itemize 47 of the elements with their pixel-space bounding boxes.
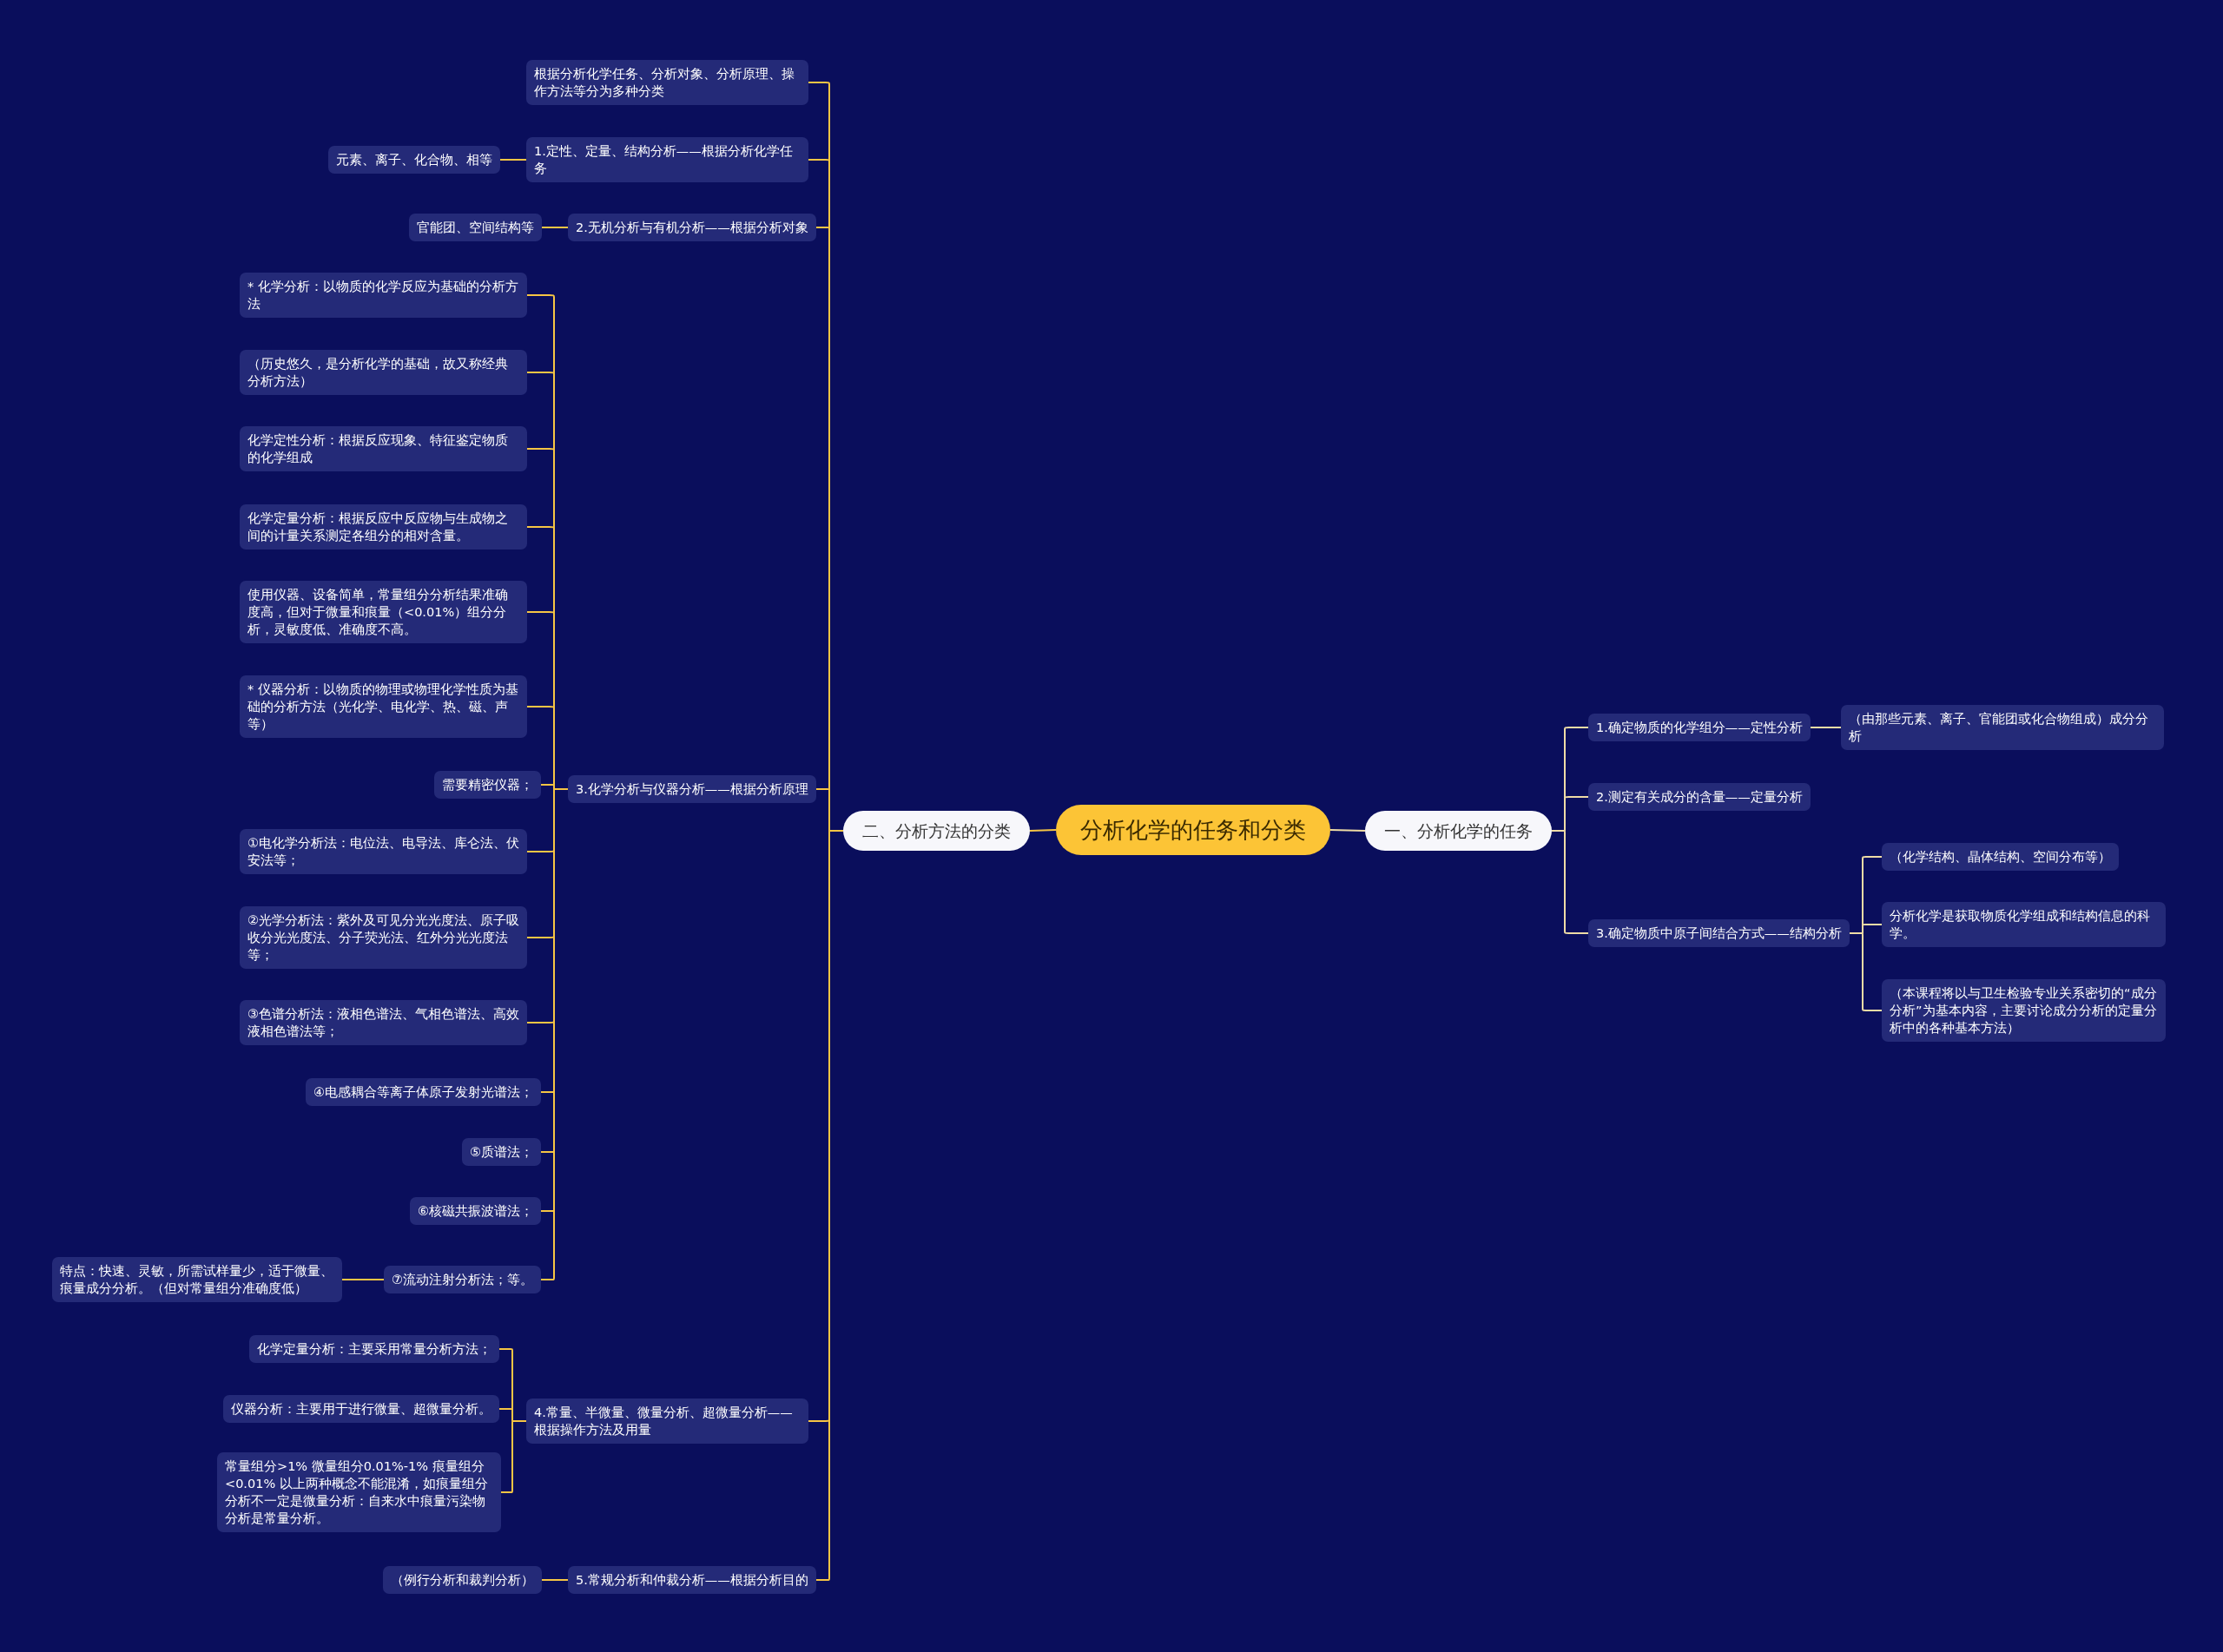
connector-line — [500, 1420, 527, 1493]
central-topic: 分析化学的任务和分类 — [1056, 805, 1330, 855]
connector-line — [1810, 727, 1842, 728]
subtopic-box: ⑥核磁共振波谱法； — [410, 1197, 541, 1225]
subtopic-box: （由那些元素、离子、官能团或化合物组成）成分分析 — [1841, 705, 2164, 750]
subtopic-box: 4.常量、半微量、微量分析、超微量分析——根据操作方法及用量 — [526, 1399, 808, 1444]
connector-line — [1029, 829, 1057, 832]
subtopic-box: 化学定量分析：根据反应中反应物与生成物之间的计量关系测定各组分的相对含量。 — [240, 504, 527, 550]
subtopic-box: 2.测定有关成分的含量——定量分析 — [1588, 783, 1811, 811]
subtopic-box: ④电感耦合等离子体原子发射光谱法； — [306, 1078, 541, 1106]
subtopic-box: 特点：快速、灵敏，所需试样量少，适于微量、痕量成分分析。（但对常量组分准确度低） — [52, 1257, 342, 1302]
subtopic-box: 根据分析化学任务、分析对象、分析原理、操作方法等分为多种分类 — [526, 60, 808, 105]
subtopic-box: 分析化学是获取物质化学组成和结构信息的科学。 — [1882, 902, 2166, 947]
subtopic-box: 仪器分析：主要用于进行微量、超微量分析。 — [223, 1395, 499, 1423]
subtopic-box: 官能团、空间结构等 — [409, 214, 542, 241]
subtopic-box: 化学定性分析：根据反应现象、特征鉴定物质的化学组成 — [240, 426, 527, 471]
connector-line — [341, 1279, 385, 1280]
subtopic-box: 化学定量分析：主要采用常量分析方法； — [249, 1335, 499, 1363]
subtopic-box: （本课程将以与卫生检验专业关系密切的“成分分析”为基本内容，主要讨论成分分析的定量分析中的各种基本方法） — [1882, 979, 2166, 1042]
subtopic-box: ②光学分析法：紫外及可见分光光度法、原子吸收分光光度法、分子荧光法、红外分光光度法等； — [240, 906, 527, 969]
subtopic-box: 3.确定物质中原子间结合方式——结构分析 — [1588, 919, 1850, 947]
main-branch-topic: 一、分析化学的任务 — [1365, 811, 1552, 851]
subtopic-box: （化学结构、晶体结构、空间分布等） — [1882, 843, 2119, 871]
subtopic-box: ③色谱分析法：液相色谱法、气相色谱法、高效液相色谱法等； — [240, 1000, 527, 1045]
subtopic-box: （历史悠久，是分析化学的基础，故又称经典分析方法） — [240, 350, 527, 395]
connector-line — [541, 1579, 569, 1581]
subtopic-box: 1.确定物质的化学组分——定性分析 — [1588, 714, 1811, 741]
subtopic-box: ①电化学分析法：电位法、电导法、库仑法、伏安法等； — [240, 829, 527, 874]
subtopic-box: 2.无机分析与有机分析——根据分析对象 — [568, 214, 816, 241]
subtopic-box: 5.常规分析和仲裁分析——根据分析目的 — [568, 1566, 816, 1594]
subtopic-box: 使用仪器、设备简单，常量组分分析结果准确度高，但对于微量和痕量（<0.01%）组分分析，灵敏度低、准确度不高。 — [240, 581, 527, 643]
connector-line — [499, 159, 527, 161]
main-branch-topic: 二、分析方法的分类 — [843, 811, 1030, 851]
connector-line — [541, 227, 569, 228]
connector-line — [1849, 932, 1883, 1011]
subtopic-box: 元素、离子、化合物、相等 — [328, 146, 500, 174]
subtopic-box: ⑦流动注射分析法；等。 — [384, 1266, 541, 1293]
subtopic-box: 3.化学分析与仪器分析——根据分析原理 — [568, 775, 816, 803]
subtopic-box: 1.定性、定量、结构分析——根据分析化学任务 — [526, 137, 808, 182]
subtopic-box: 常量组分>1% 微量组分0.01%-1% 痕量组分 <0.01% 以上两种概念不能混淆，如痕量组分分析不一定是微量分析：自来水中痕量污染物分析是常量分析。 — [217, 1452, 501, 1532]
subtopic-box: * 化学分析：以物质的化学反应为基础的分析方法 — [240, 273, 527, 318]
subtopic-box: （例行分析和裁判分析） — [383, 1566, 542, 1594]
connector-line — [1551, 830, 1589, 934]
subtopic-box: ⑤质谱法； — [462, 1138, 541, 1166]
connector-line — [1329, 829, 1366, 832]
subtopic-box: 需要精密仪器； — [434, 771, 541, 799]
subtopic-box: * 仪器分析：以物质的物理或物理化学性质为基础的分析方法（光化学、电化学、热、磁、声等） — [240, 675, 527, 738]
